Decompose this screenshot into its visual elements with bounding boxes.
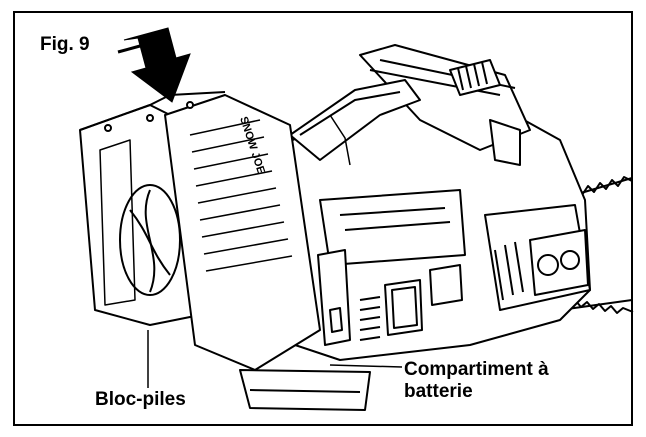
battery-pack — [79, 91, 351, 371]
battery-compartment-label-line1: Compartiment à — [404, 359, 549, 380]
battery-compartment-label: Compartiment à batterie — [404, 359, 604, 403]
down-arrow-icon — [117, 27, 191, 103]
battery-compartment-label-line2: batterie — [404, 381, 473, 402]
compartment-leader-line — [329, 364, 403, 368]
chainsaw-body — [239, 44, 634, 411]
figure-label: Fig. 9 — [40, 34, 90, 55]
battery-pack-label: Bloc-piles — [95, 389, 186, 410]
leader-lines — [147, 330, 403, 388]
